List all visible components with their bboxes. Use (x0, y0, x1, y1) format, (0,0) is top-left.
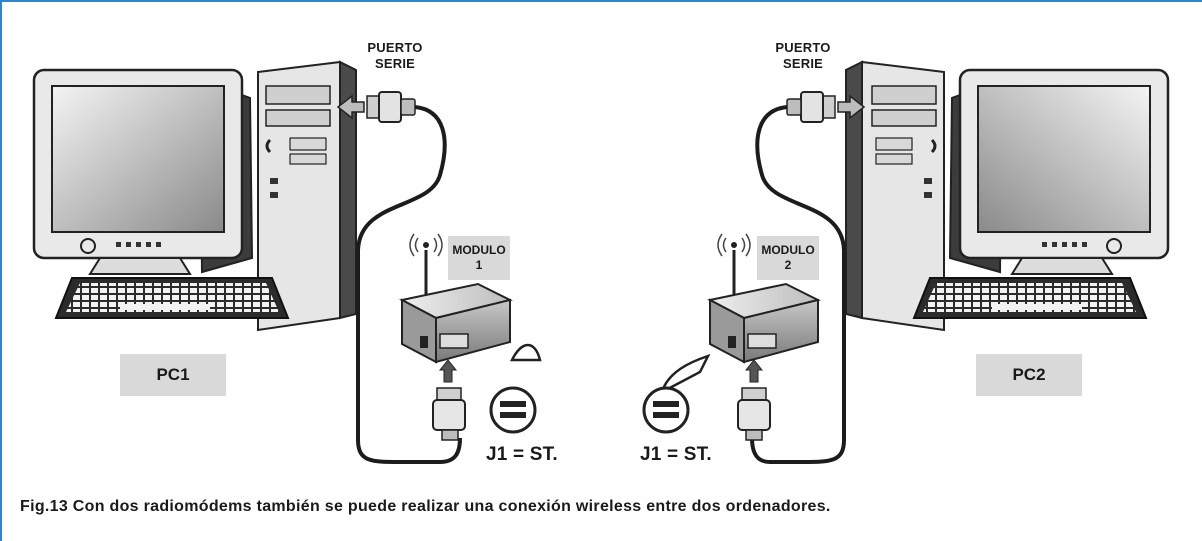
module-1-label-line2: 1 (475, 258, 483, 272)
jumper-1-detail (489, 343, 542, 434)
figure-caption: Fig.13 Con dos radiomódems también se pu… (20, 498, 831, 515)
pc1-monitor (32, 68, 254, 275)
pc1-cable (356, 105, 462, 464)
module-1-label-line1: MODULO (452, 243, 506, 257)
module-2-radiomodem (707, 233, 821, 383)
module-1-label: MODULO 1 (448, 236, 510, 280)
serial-port-label-left-line2: SERIE (374, 56, 415, 71)
pc2-label: PC2 (976, 354, 1082, 396)
serial-port-label-right: PUERTO SERIE (763, 40, 843, 72)
pc1-computer (32, 60, 357, 332)
module-1-db9-plug (432, 387, 466, 441)
pc2-computer (845, 60, 1170, 332)
pc2-keyboard (912, 277, 1148, 319)
pc1-keyboard (54, 277, 290, 319)
serial-port-label-right-line1: PUERTO (775, 40, 831, 55)
pc2-cable (750, 105, 846, 464)
pc1-serial-connector (336, 91, 416, 123)
module-2-label: MODULO 2 (757, 236, 819, 280)
pc2-monitor (948, 68, 1170, 275)
pc2-tower (845, 60, 945, 332)
serial-port-label-left: PUERTO SERIE (355, 40, 435, 72)
pc1-tower (257, 60, 357, 332)
module-2-label-line1: MODULO (761, 243, 815, 257)
serial-port-label-right-line2: SERIE (782, 56, 823, 71)
pc2-serial-connector (786, 91, 866, 123)
module-2-label-line2: 2 (784, 258, 792, 272)
jumper-2-detail (642, 353, 711, 434)
pc1-label: PC1 (120, 354, 226, 396)
module-1-radiomodem (399, 233, 513, 383)
serial-port-label-left-line1: PUERTO (367, 40, 423, 55)
jumper-1-label: J1 = ST. (486, 444, 558, 465)
module-2-db9-plug (737, 387, 771, 441)
jumper-2-label: J1 = ST. (640, 444, 712, 465)
